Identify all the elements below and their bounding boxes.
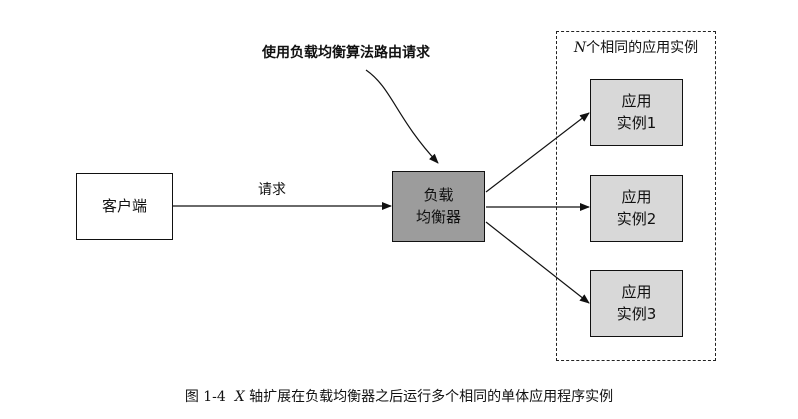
app-instance-box-2: 应用 实例2 — [590, 175, 683, 242]
app-instance-1-label-line-1: 应用 — [621, 91, 652, 110]
app-instance-1-label-line-2: 实例1 — [616, 113, 657, 132]
caption-text: 轴扩展在负载均衡器之后运行多个相同的单体应用程序实例 — [249, 389, 614, 405]
instances-group-label: N个相同的应用实例 — [560, 37, 712, 57]
instances-group-box — [556, 31, 716, 361]
load-balancer-box: 负载 均衡器 — [392, 171, 485, 242]
app-instance-3-label-line-2: 实例3 — [616, 304, 657, 323]
app-instance-3-label-line-1: 应用 — [621, 282, 652, 301]
app-instance-box-3: 应用 实例3 — [590, 270, 683, 337]
load-balancer-label-line-1: 负载 — [423, 185, 454, 204]
app-instance-box-1: 应用 实例1 — [590, 79, 683, 146]
caption-axis-variable: X — [234, 389, 245, 405]
figure-caption: 图 1-4 X 轴扩展在负载均衡器之后运行多个相同的单体应用程序实例 — [0, 386, 798, 406]
load-balancer-label-line-2: 均衡器 — [415, 207, 461, 226]
instances-count-variable: N — [573, 40, 587, 56]
instances-group-label-text: 个相同的应用实例 — [586, 40, 699, 56]
route-arrow-instance-3 — [485, 221, 590, 304]
route-arrow-instance-1 — [485, 112, 590, 193]
figure-number: 图 1-4 — [184, 389, 226, 405]
app-instance-2-label-line-1: 应用 — [621, 187, 652, 206]
annotation-pointer-arrow — [365, 69, 439, 164]
app-instance-2-label-line-2: 实例2 — [616, 209, 657, 228]
request-label: 请求 — [258, 182, 286, 198]
client-label: 客户端 — [101, 196, 147, 215]
client-box: 客户端 — [76, 173, 173, 240]
routing-annotation: 使用负载均衡算法路由请求 — [262, 45, 430, 61]
